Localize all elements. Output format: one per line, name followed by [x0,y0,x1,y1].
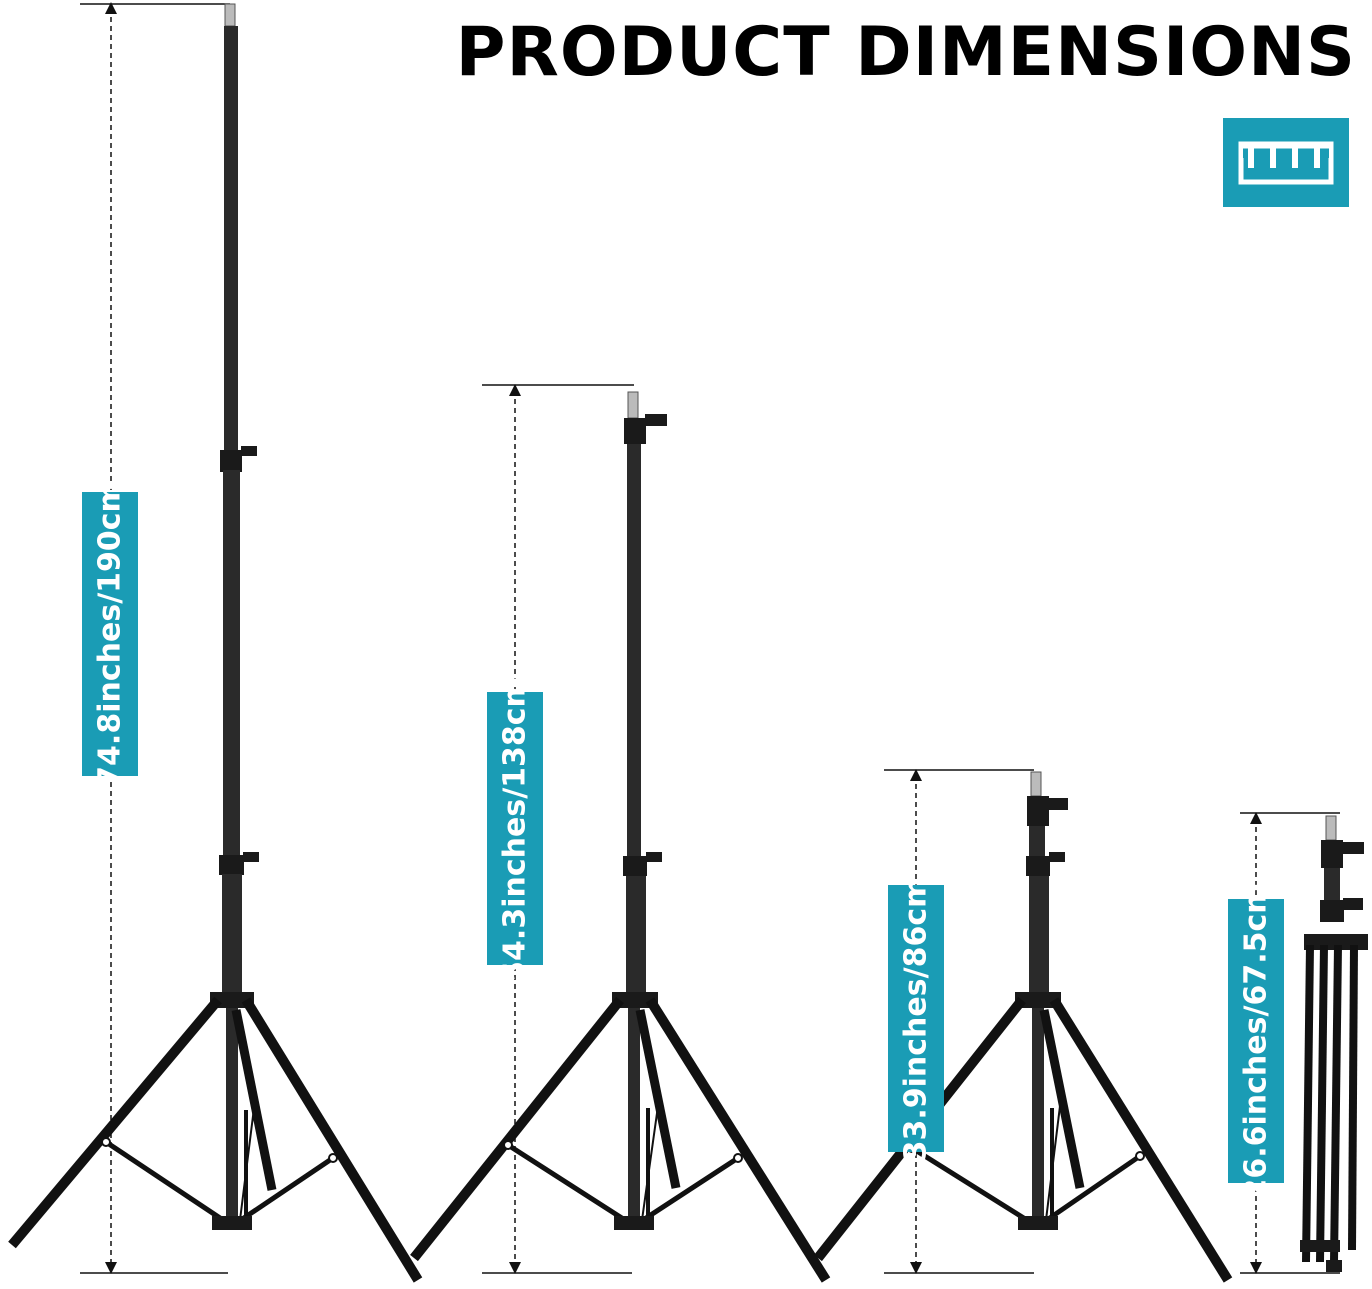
page-title: PRODUCT DIMENSIONS [455,13,1356,92]
dimension-text: 74.8inches/190cm [92,481,128,787]
stand-3 [814,769,1233,1283]
dimension-text: 33.9inches/86cm [898,876,934,1161]
dimension-label-folded: 26.6inches/67.5cm [1228,882,1284,1200]
dimension-label-short: 33.9inches/86cm [888,876,944,1161]
ruler-icon [1223,118,1349,207]
dimension-text: 54.3inches/138cm [497,675,533,982]
dimension-label-extended: 74.8inches/190cm [82,481,138,787]
stand-4 [1240,812,1368,1274]
dimension-text: 26.6inches/67.5cm [1238,882,1274,1200]
dimension-label-medium: 54.3inches/138cm [487,676,543,981]
stand-2 [410,384,831,1283]
stand-1 [8,1,423,1283]
